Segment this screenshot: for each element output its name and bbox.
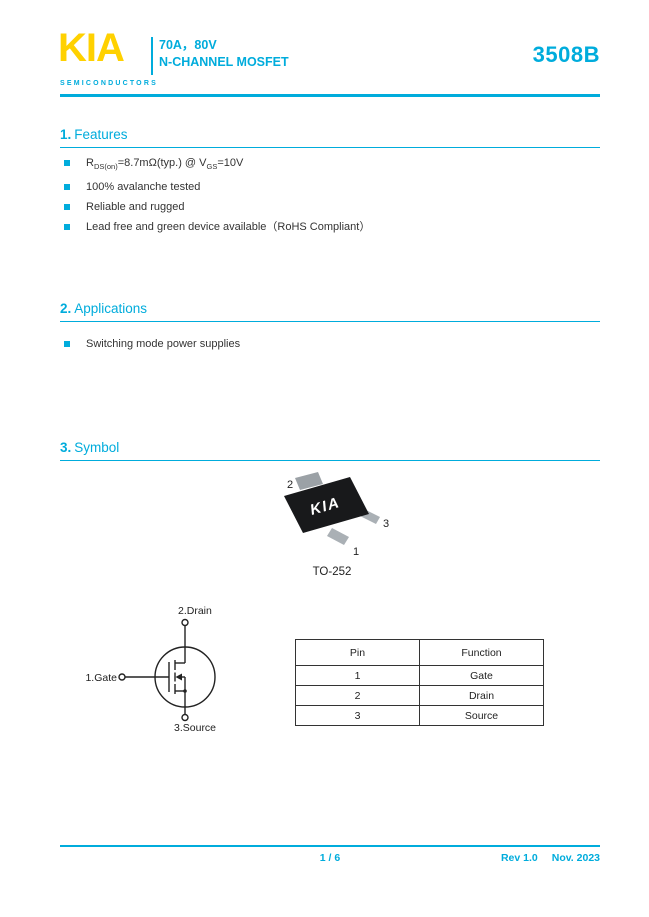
device-description: 70A，80V N-CHANNEL MOSFET: [159, 37, 289, 71]
bullet-square-icon: [64, 341, 70, 347]
feature-item-text: 100% avalanche tested: [86, 181, 201, 194]
header-rule: [60, 94, 600, 97]
footer-page-number: 1 / 6: [319, 852, 341, 864]
device-rating: 70A，80V: [159, 38, 217, 52]
body-source-junction: [183, 689, 187, 693]
drain-terminal-icon: [181, 618, 189, 627]
source-terminal-icon: [181, 713, 189, 722]
pin-cell: 3: [295, 705, 420, 726]
logo-subtitle: SEMICONDUCTORS: [60, 80, 158, 87]
footer-rule: [60, 845, 600, 847]
package-tab: [295, 472, 323, 490]
package-body: [284, 477, 369, 533]
bullet-square-icon: [64, 184, 70, 191]
package-pin3-label: 3: [383, 518, 389, 530]
features-section-label: Features: [74, 127, 128, 142]
table-header-row: Pin Function: [295, 639, 544, 666]
bullet-square-icon: [64, 204, 70, 211]
body-arrow-icon: [175, 673, 182, 681]
application-item-text: Switching mode power supplies: [86, 338, 241, 350]
kia-logo: KIA: [58, 26, 125, 70]
table-row: 1 Gate: [295, 665, 544, 686]
bullet-square-icon: [64, 224, 70, 231]
drain-pin-label: 2.Drain: [178, 605, 212, 617]
features-section-rule: [60, 147, 600, 149]
package-drawing: KIA 2 3 1: [262, 468, 402, 573]
package-pin1-label: 1: [353, 546, 359, 558]
package-pin2-label: 2: [287, 479, 293, 491]
features-section-title: 1.Features: [60, 127, 128, 142]
mosfet-symbol-lines: [118, 618, 216, 722]
footer-rev-label: Rev 1.0: [500, 852, 538, 864]
applications-list: Switching mode power supplies: [64, 338, 240, 350]
pin-cell: 1: [295, 665, 420, 686]
application-item: Switching mode power supplies: [64, 338, 240, 350]
part-number: 3508B: [532, 42, 600, 67]
footer-date-label: Nov. 2023: [551, 852, 600, 864]
package-caption: TO-252: [312, 566, 352, 578]
feature-item: RDS(on)=8.7mΩ(typ.) @ VGS=10V: [64, 157, 370, 173]
function-cell: Source: [419, 705, 544, 726]
applications-section-label: Applications: [74, 301, 148, 316]
symbol-section-rule: [60, 460, 600, 462]
feature-item: Lead free and green device available（RoH…: [64, 221, 370, 233]
symbol-section-number: 3.: [60, 440, 72, 455]
feature-item: Reliable and rugged: [64, 201, 370, 213]
symbol-section-label: Symbol: [74, 440, 120, 455]
package-drawing-svg: KIA 2 3 1: [284, 472, 389, 558]
table-row: 2 Drain: [295, 685, 544, 706]
feature-item-text: Lead free and green device available（RoH…: [86, 221, 371, 234]
applications-section-rule: [60, 321, 600, 323]
feature-item-text: RDS(on)=8.7mΩ(typ.) @ VGS=10V: [86, 157, 244, 172]
gate-terminal-icon: [118, 673, 126, 681]
function-column-header: Function: [419, 639, 544, 666]
device-type: N-CHANNEL MOSFET: [159, 55, 289, 69]
function-cell: Drain: [419, 685, 544, 706]
features-section-number: 1.: [60, 127, 72, 142]
pin-column-header: Pin: [295, 639, 420, 666]
feature-item: 100% avalanche tested: [64, 181, 370, 193]
bullet-square-icon: [64, 160, 70, 166]
pin-function-table: Pin Function 1 Gate 2 Drain 3 Source: [295, 639, 544, 726]
applications-section-title: 2.Applications: [60, 301, 147, 316]
applications-section-number: 2.: [60, 301, 72, 316]
table-row: 3 Source: [295, 705, 544, 726]
package-lead-1: [327, 528, 349, 545]
gate-pin-label: 1.Gate: [85, 672, 117, 684]
feature-item-text: Reliable and rugged: [86, 201, 185, 214]
source-pin-label: 3.Source: [174, 722, 216, 734]
symbol-section-title: 3.Symbol: [60, 440, 119, 455]
header-vertical-divider: [151, 37, 153, 75]
features-list: RDS(on)=8.7mΩ(typ.) @ VGS=10V 100% avala…: [64, 157, 370, 233]
mosfet-symbol-diagram: 2.Drain 1.Gate 3.Source: [85, 605, 216, 734]
footer-revision: Rev 1.0 Nov. 2023: [501, 852, 600, 864]
function-cell: Gate: [419, 665, 544, 686]
pin-cell: 2: [295, 685, 420, 706]
